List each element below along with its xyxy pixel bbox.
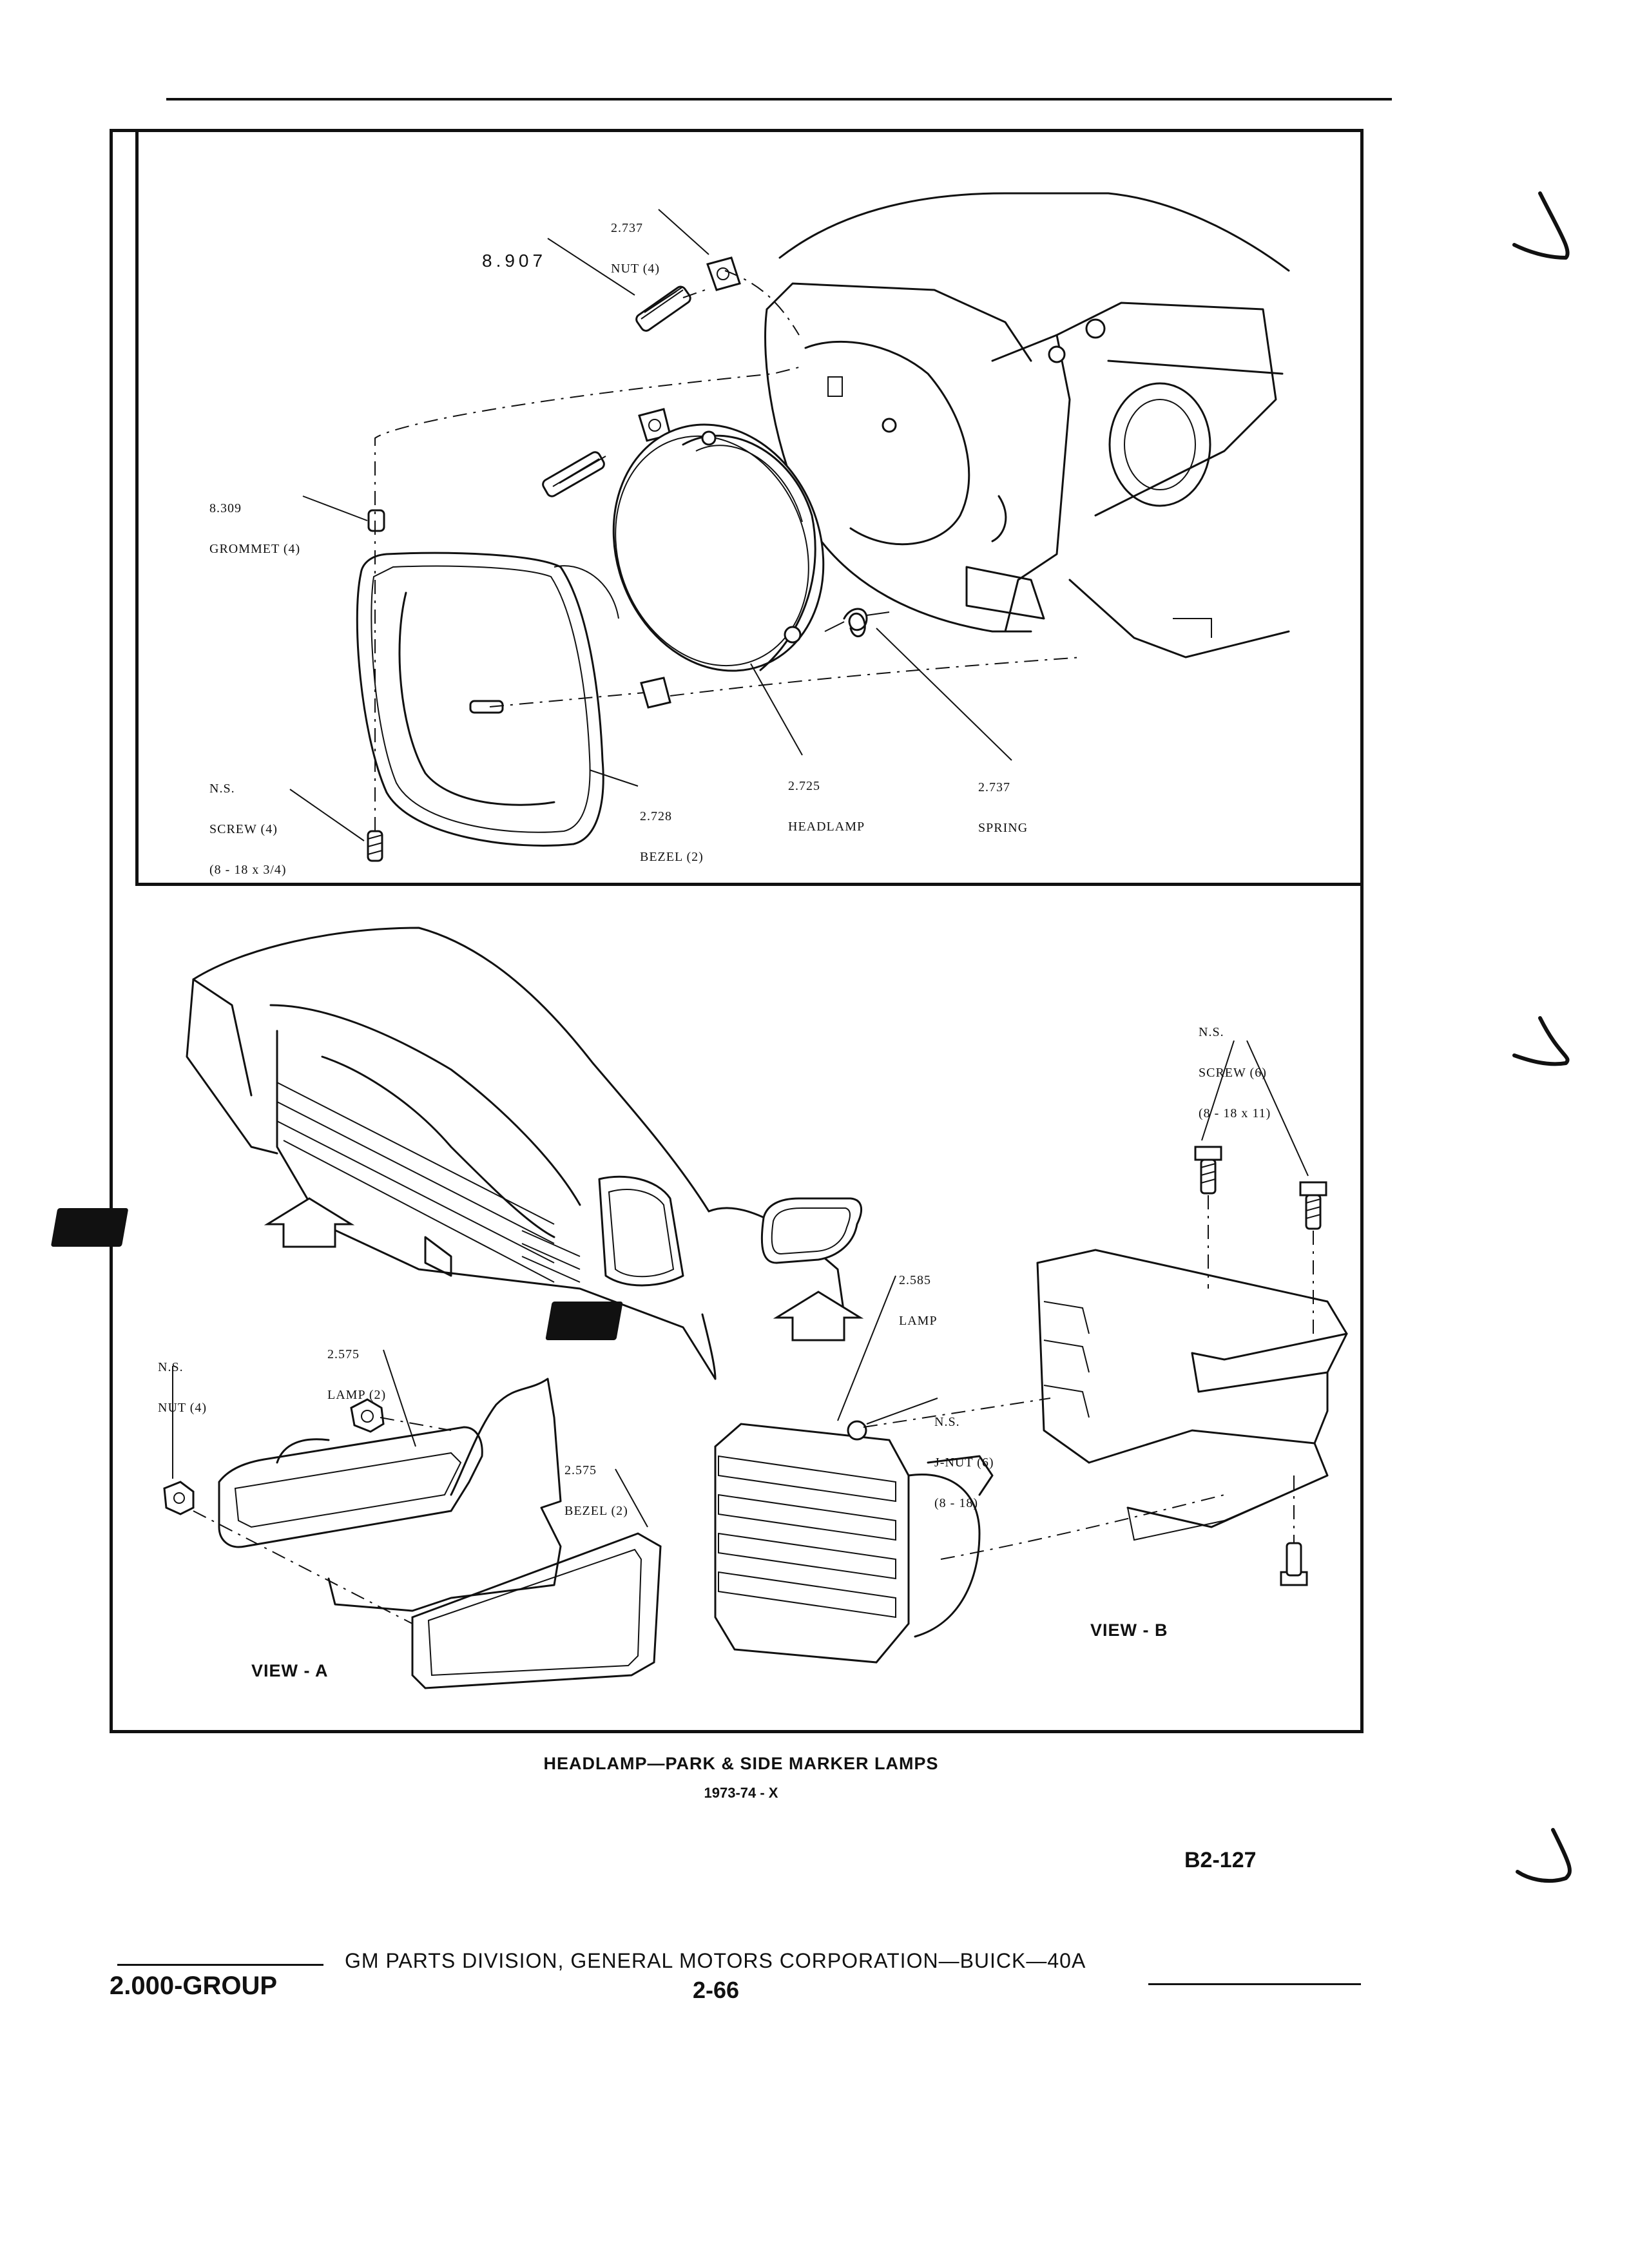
figure-subtitle: 1973-74 - X — [704, 1785, 778, 1801]
view-b-letter: B — [298, 1211, 314, 1236]
frame-left-extension — [135, 129, 139, 886]
label-screw-6: N.S. SCREW (6) (8 - 18 x 11) — [1199, 1025, 1271, 1120]
label-lamp-2585: 2.585 LAMP — [899, 1273, 938, 1328]
label-spring-2737: 2.737 SPRING — [978, 780, 1028, 835]
marker-nut — [163, 1481, 195, 1515]
side-marker-lamp-2575 — [218, 1426, 483, 1548]
view-b-label: VIEW - B — [1090, 1620, 1168, 1640]
sealed-beam-headlamp — [612, 423, 825, 672]
grommet — [367, 509, 385, 532]
diagram-frame — [110, 129, 1364, 1733]
label-lamp-2575: 2.575 LAMP (2) — [327, 1347, 387, 1402]
label-headlamp-2725: 2.725 HEADLAMP — [788, 779, 865, 834]
marker-lamp-bulb-socket — [350, 1398, 385, 1433]
label-grommet-8309: 8.309 GROMMET (4) — [209, 501, 301, 556]
front-fender-housing — [764, 192, 1290, 658]
label-jnut: N.S. J-NUT (6) (8 - 18) — [934, 1415, 994, 1510]
side-marker-lamp-on-fender — [760, 1197, 863, 1264]
view-a-letter: A — [807, 1305, 824, 1329]
view-b-marker — [51, 1197, 355, 1248]
label-nut-ns: N.S. NUT (4) — [158, 1360, 207, 1415]
screw-bottom-right — [1280, 1542, 1308, 1586]
view-a-marker — [545, 1291, 864, 1341]
publisher-line: GM PARTS DIVISION, GENERAL MOTORS CORPOR… — [345, 1949, 1086, 1972]
footer-rule-right — [1148, 1983, 1361, 1985]
panel-divider — [135, 883, 1364, 886]
page-code: B2-127 — [1184, 1848, 1257, 1872]
label-nut-2737: 2.737 NUT (4) — [611, 221, 660, 276]
figure-title: HEADLAMP—PARK & SIDE MARKER LAMPS — [543, 1754, 939, 1773]
screw-left — [1194, 1146, 1222, 1195]
lamp-clip — [640, 677, 671, 709]
top-rule — [166, 98, 1392, 101]
headlamp-bezel — [356, 552, 619, 847]
side-marker-bezel-2575 — [411, 1532, 662, 1689]
page-number: 2-66 — [693, 1977, 740, 2003]
label-screw-ns: N.S. SCREW (4) (8 - 18 x 3/4) — [209, 782, 287, 877]
adjusting-screw-middle — [542, 451, 606, 497]
group-number: 2.000-GROUP — [110, 1972, 278, 2000]
label-bezel-2575: 2.575 BEZEL (2) — [564, 1463, 628, 1518]
bezel-screw — [367, 830, 383, 862]
speed-nut-top — [706, 256, 741, 291]
vehicle-front-end — [186, 927, 845, 1380]
screw-right — [1299, 1181, 1327, 1230]
label-bolt-8907: 8.907 — [482, 251, 547, 271]
park-lamp-assembly — [714, 1420, 994, 1664]
adjusting-screw-top — [635, 285, 691, 332]
adjusting-spring — [824, 608, 890, 637]
footer-rule-left — [117, 1964, 323, 1966]
park-lamp-support-bracket — [1036, 1249, 1348, 1541]
fender-section — [327, 1378, 562, 1612]
view-a-label: VIEW - A — [251, 1661, 329, 1680]
label-bezel-2728: 2.728 BEZEL (2) — [640, 809, 704, 864]
